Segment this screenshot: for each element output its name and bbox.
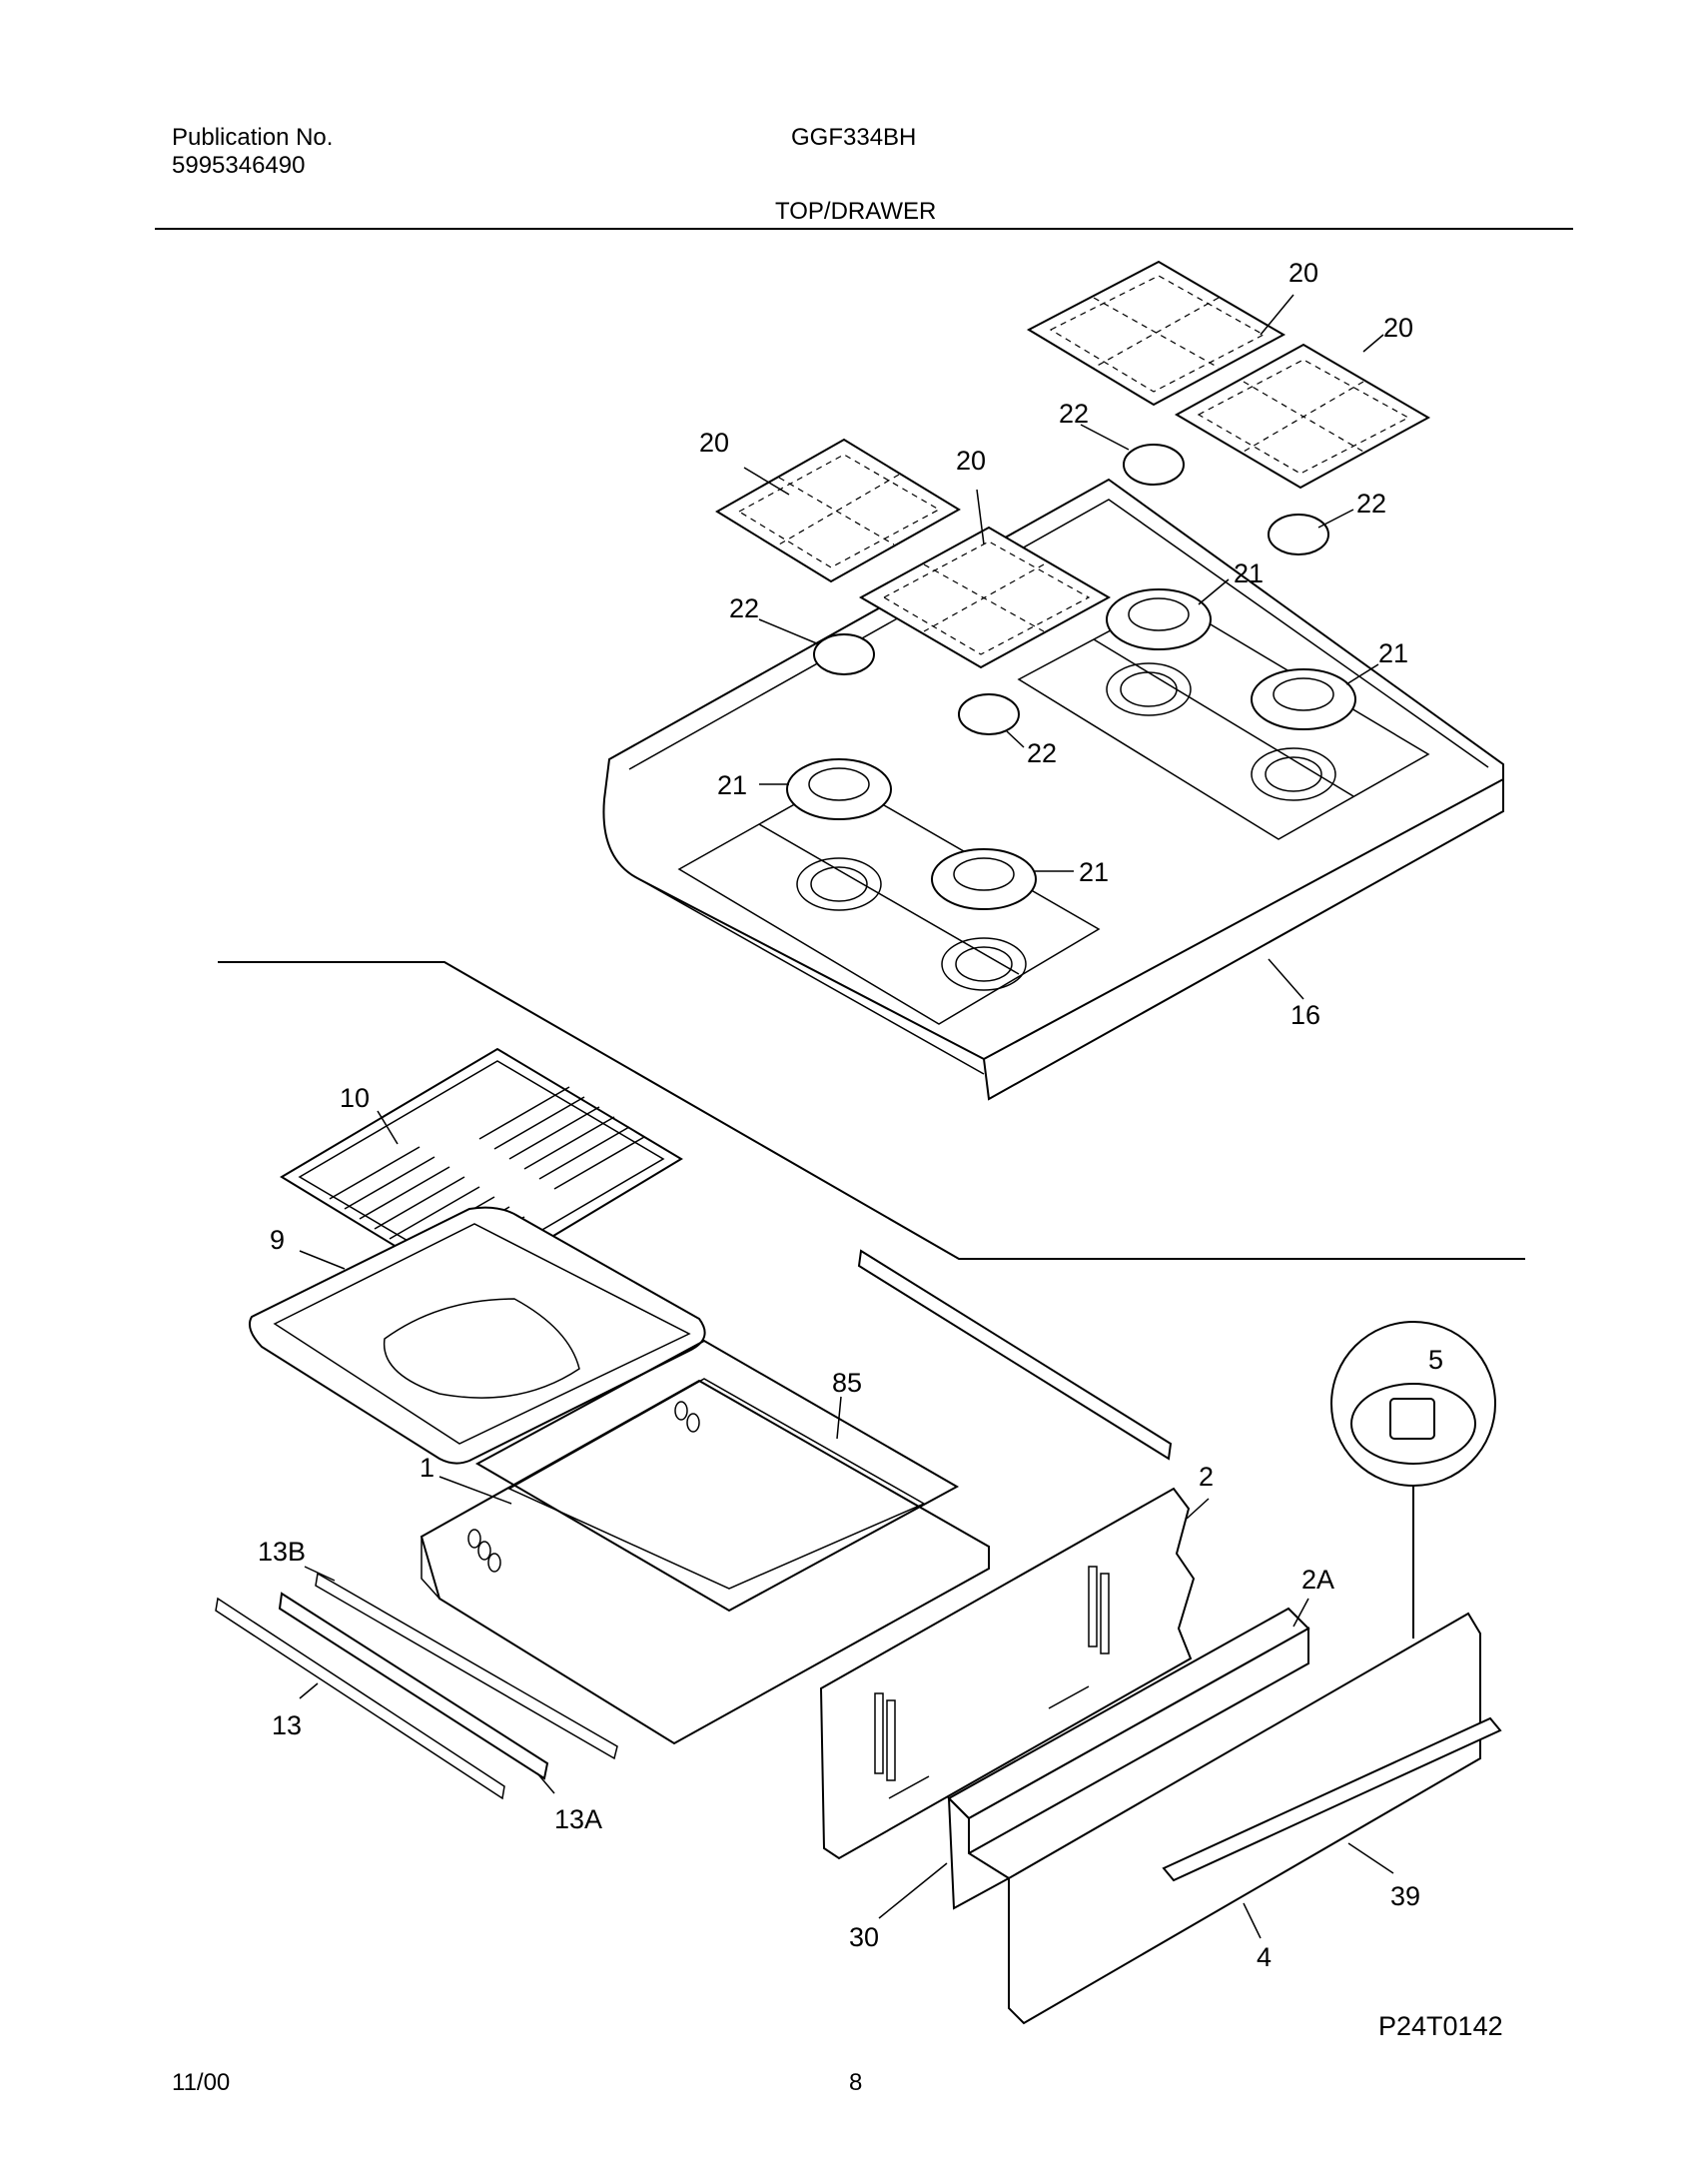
broiler-pan: [249, 1206, 706, 1465]
callout-grate-2: 20: [1383, 313, 1413, 343]
grates: [715, 260, 1431, 669]
callout-cap-2: 22: [1356, 489, 1386, 519]
panel-30: [947, 1795, 1011, 1910]
callout-drawer-body: 1: [420, 1453, 434, 1483]
publication-label: Publication No.: [172, 124, 334, 151]
callout-panel-4: 4: [1257, 1942, 1272, 1972]
callout-trim-2a: 2A: [1301, 1565, 1334, 1595]
callout-grate-3: 20: [699, 428, 729, 458]
callout-cooktop: 16: [1290, 1000, 1320, 1030]
callout-handle: 39: [1390, 1881, 1420, 1911]
publication-number: 5995346490: [172, 152, 306, 179]
callout-grate-1: 20: [1288, 258, 1318, 288]
callout-head-1: 21: [1234, 558, 1264, 588]
callout-grate-4: 20: [956, 446, 986, 476]
drawer-front: [819, 1487, 1196, 1860]
callout-rail-13a: 13A: [554, 1804, 602, 1834]
callout-head-4: 21: [1079, 857, 1109, 887]
section-divider: [218, 961, 1525, 1260]
callout-leaders: [299, 294, 1394, 1939]
page-number: 8: [849, 2069, 863, 2096]
callout-drawer-front: 2: [1199, 1462, 1214, 1492]
burner-heads: [786, 588, 1356, 910]
callout-broiler-pan: 9: [270, 1225, 285, 1255]
callout-head-2: 21: [1378, 638, 1408, 668]
callout-rack: 85: [832, 1368, 862, 1398]
header-rule: [155, 228, 1573, 230]
callout-broiler-grid: 10: [340, 1083, 370, 1113]
callout-cap-4: 22: [1027, 738, 1057, 768]
model-number: GGF334BH: [791, 124, 917, 151]
burner-caps: [813, 444, 1329, 735]
footer-date: 11/00: [172, 2069, 231, 2096]
callout-cap-3: 22: [729, 593, 759, 623]
cooktop: [602, 478, 1504, 1101]
callout-rail-13b: 13B: [258, 1537, 306, 1567]
diagram-id: P24T0142: [1378, 2011, 1503, 2041]
drawer-body: [420, 1379, 990, 1745]
callout-head-3: 21: [717, 770, 747, 800]
top-rail: [857, 1249, 1173, 1461]
callout-cap-1: 22: [1059, 399, 1089, 429]
handle-39: [1162, 1716, 1502, 1882]
panel-4: [1008, 1612, 1481, 2025]
callout-knob: 5: [1428, 1345, 1443, 1375]
callout-rail-13: 13: [272, 1710, 302, 1740]
callout-panel-30: 30: [849, 1922, 879, 1952]
drawer-rails: [215, 1572, 618, 1800]
knob-detail: [1330, 1321, 1496, 1638]
section-title: TOP/DRAWER: [775, 198, 937, 225]
